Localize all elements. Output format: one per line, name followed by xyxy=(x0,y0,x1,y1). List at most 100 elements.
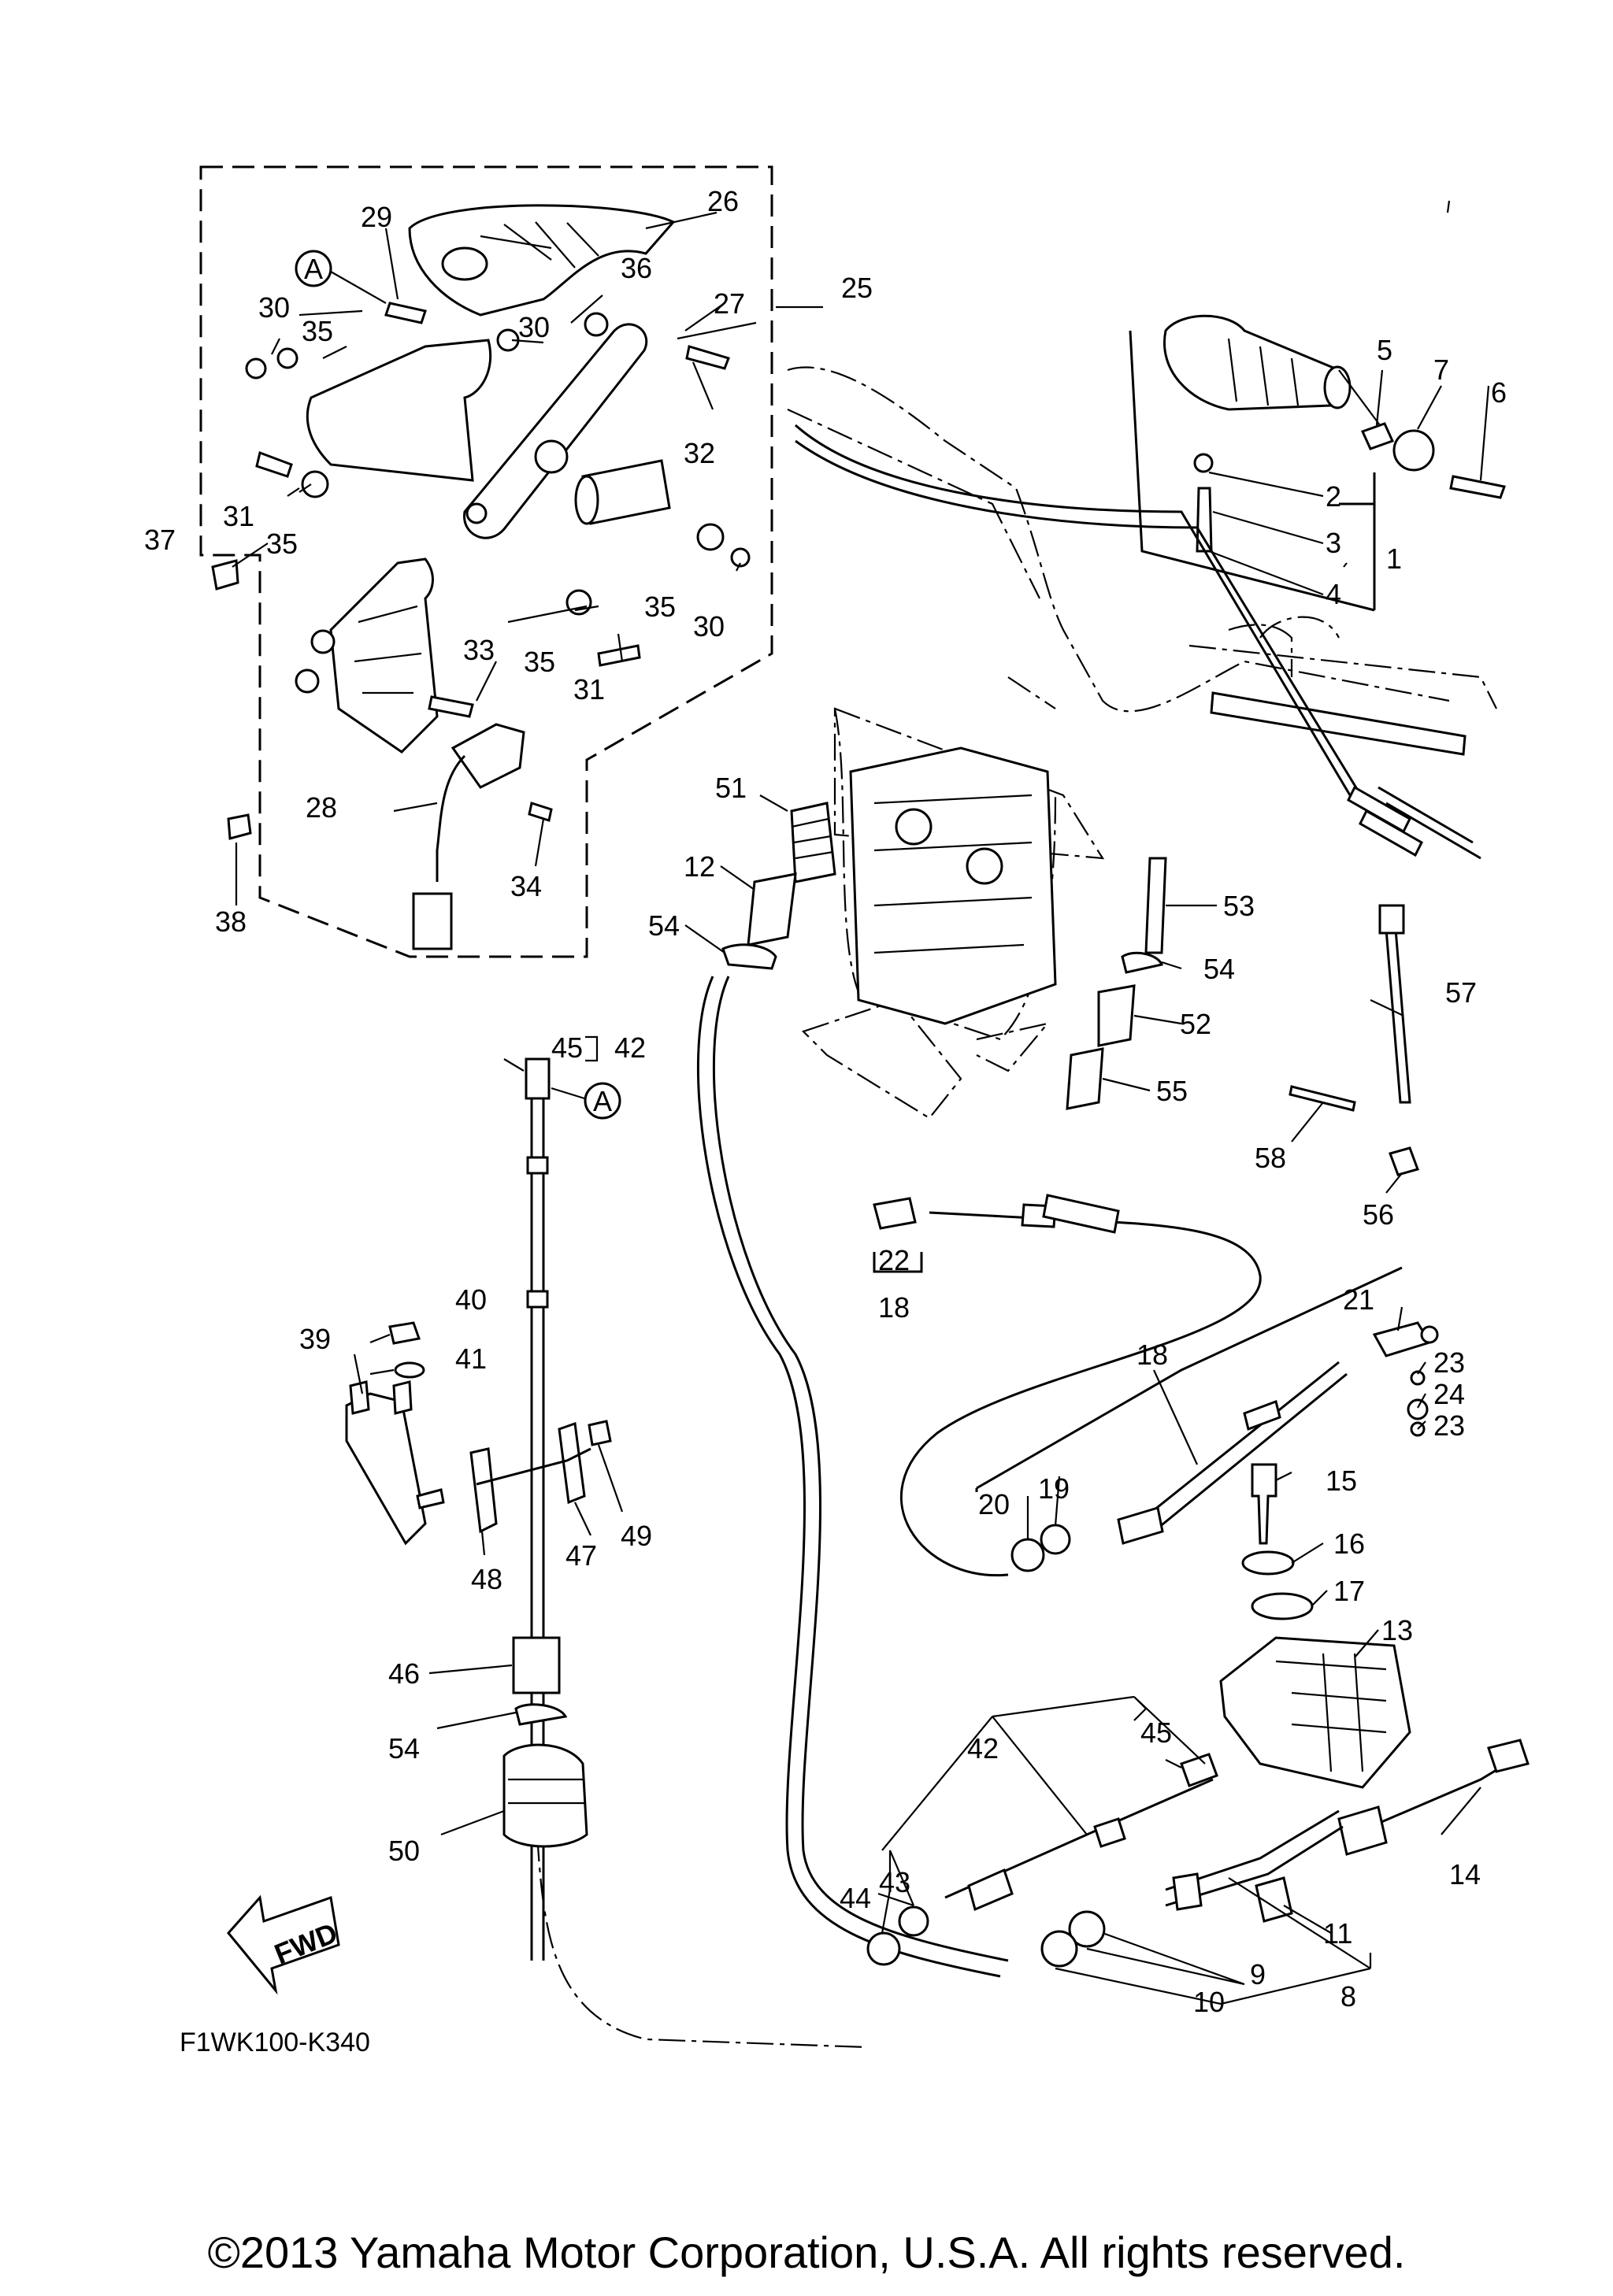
sleeve-12 xyxy=(747,872,797,946)
callout-56: 56 xyxy=(1363,1198,1394,1231)
boot-51 xyxy=(790,802,836,883)
callout-22: 22 xyxy=(878,1244,910,1276)
grommet-9 xyxy=(1068,1910,1106,1948)
lever-bracket xyxy=(463,323,648,539)
callout-13: 13 xyxy=(1381,1614,1413,1646)
throttle-lever xyxy=(408,204,676,317)
callout-52: 52 xyxy=(1180,1008,1211,1040)
callout-10: 10 xyxy=(1193,1986,1225,2018)
callout-25: 25 xyxy=(841,272,873,304)
callout-51: 51 xyxy=(715,772,747,804)
callout-54-right: 54 xyxy=(1203,953,1235,985)
nut-40 xyxy=(388,1321,421,1345)
bracket-39 xyxy=(345,1392,427,1546)
callout-43: 43 xyxy=(879,1866,910,1898)
grip-assembly-bracket xyxy=(1129,330,1376,612)
callout-23-a: 23 xyxy=(1433,1346,1465,1379)
callout-18-right: 18 xyxy=(1137,1339,1168,1371)
copyright-notice: ©2013 Yamaha Motor Corporation, U.S.A. A… xyxy=(208,2227,1406,2277)
callout-55: 55 xyxy=(1156,1075,1188,1107)
callout-36: 36 xyxy=(621,252,652,284)
callout-41: 41 xyxy=(455,1342,487,1375)
callout-26: 26 xyxy=(707,185,739,217)
shift-cable-18 xyxy=(900,1211,1262,1577)
handlebar-tube xyxy=(1210,691,1467,756)
steering-cable xyxy=(697,976,1001,1978)
callout-35-d: 35 xyxy=(524,646,555,678)
callout-4: 4 xyxy=(1326,578,1341,610)
throttle-lever-assembly-box xyxy=(199,165,773,958)
callout-34: 34 xyxy=(510,870,542,902)
callout-33: 33 xyxy=(463,634,495,666)
callout-39: 39 xyxy=(299,1323,331,1355)
callout-46: 46 xyxy=(388,1657,420,1690)
callout-50: 50 xyxy=(388,1835,420,1867)
callout-35-a: 35 xyxy=(302,315,333,347)
lever-collar xyxy=(574,459,671,525)
callout-32: 32 xyxy=(684,437,715,469)
washer-17 xyxy=(1251,1592,1314,1620)
cable-bracket-13 xyxy=(1219,1636,1411,1789)
joint-45-lower xyxy=(1180,1753,1218,1787)
callout-47: 47 xyxy=(565,1539,597,1572)
lever-cover xyxy=(306,339,492,482)
callout-14: 14 xyxy=(1449,1858,1481,1890)
callout-37: 37 xyxy=(144,524,176,556)
callout-8: 8 xyxy=(1340,1980,1356,2013)
grip-end-cap xyxy=(1392,429,1435,472)
callout-23-b: 23 xyxy=(1433,1409,1465,1442)
callout-31-a: 31 xyxy=(223,500,254,532)
callout-19: 19 xyxy=(1038,1472,1070,1505)
callout-21: 21 xyxy=(1343,1283,1374,1316)
clamp-54-right xyxy=(1121,951,1164,974)
boot-52 xyxy=(1097,984,1136,1047)
clip-11 xyxy=(1255,1876,1293,1923)
callout-30-a: 30 xyxy=(258,291,290,324)
callout-54-lower: 54 xyxy=(388,1732,420,1765)
washer-43 xyxy=(898,1905,929,1937)
callout-54-left: 54 xyxy=(648,909,680,942)
view-marker-a-left: A xyxy=(551,1082,621,1120)
nut-44 xyxy=(866,1931,901,1966)
rivet-58 xyxy=(1289,1085,1356,1112)
callout-44: 44 xyxy=(840,1882,871,1914)
joint-45-top xyxy=(525,1057,551,1100)
view-marker-a-top-label: A xyxy=(304,253,323,285)
grip-washer xyxy=(1193,453,1214,473)
clamp-54-lower xyxy=(514,1703,568,1726)
lever-sensor-harness xyxy=(412,723,525,950)
washer-16 xyxy=(1241,1550,1295,1576)
callout-53: 53 xyxy=(1223,890,1255,922)
assembly-fasteners xyxy=(211,302,751,840)
cable-18-right xyxy=(1141,1361,1348,1533)
joint-21 xyxy=(1372,1321,1432,1357)
callout-11: 11 xyxy=(1323,1917,1352,1950)
view-marker-a-left-label: A xyxy=(593,1085,612,1117)
callout-24: 24 xyxy=(1433,1378,1465,1410)
callout-17: 17 xyxy=(1333,1575,1365,1607)
view-marker-a-top: A xyxy=(295,250,387,304)
callout-2: 2 xyxy=(1326,480,1341,513)
lever-guard xyxy=(329,557,439,754)
throttle-grip xyxy=(1163,314,1352,411)
callout-12: 12 xyxy=(684,850,715,883)
callout-1: 1 xyxy=(1386,543,1402,575)
sleeve-55 xyxy=(1066,1047,1104,1110)
callout-45-top: 45 xyxy=(551,1031,583,1064)
callout-57: 57 xyxy=(1445,976,1477,1009)
callout-7: 7 xyxy=(1433,354,1449,386)
callout-40: 40 xyxy=(455,1283,487,1316)
bolt-15 xyxy=(1251,1463,1277,1545)
callout-30-b: 30 xyxy=(518,311,550,343)
callout-30-c: 30 xyxy=(693,610,725,643)
plate-48 xyxy=(469,1447,498,1534)
callout-58: 58 xyxy=(1255,1142,1286,1174)
fwd-arrow: FWD xyxy=(227,1894,342,1995)
callout-16: 16 xyxy=(1333,1528,1365,1560)
nut-20 xyxy=(1010,1538,1045,1572)
callout-6: 6 xyxy=(1491,376,1507,409)
clamp-54-left xyxy=(721,943,777,970)
callout-45-lower: 45 xyxy=(1140,1716,1172,1749)
clip-56 xyxy=(1389,1146,1419,1176)
